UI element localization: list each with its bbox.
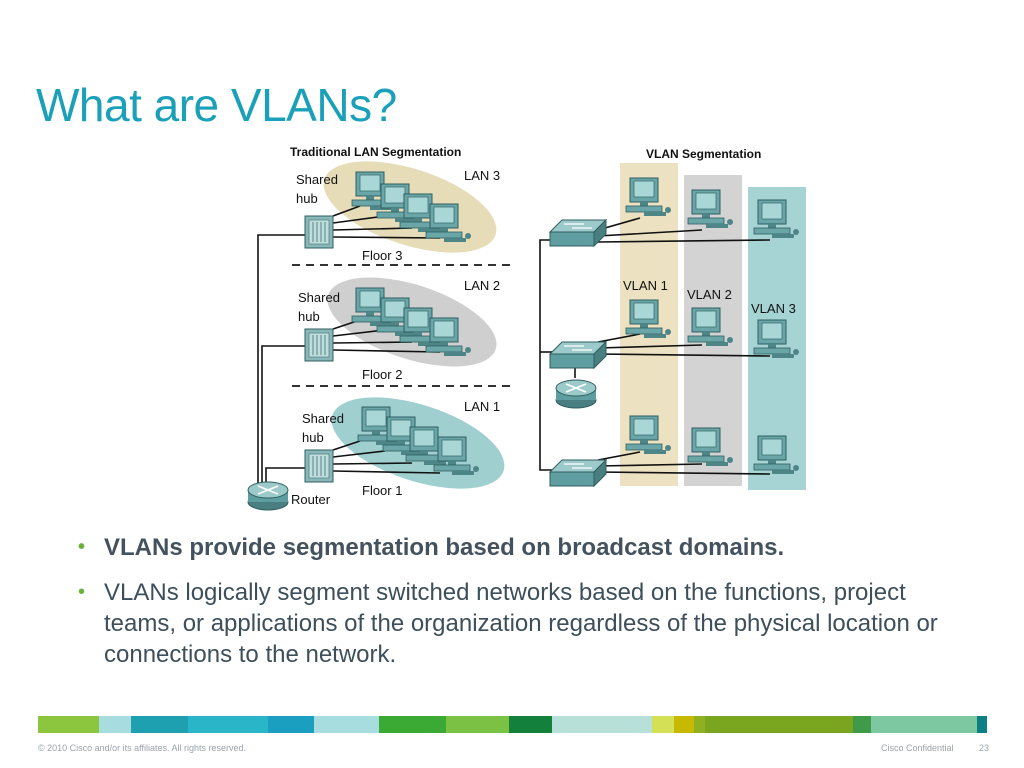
floor3-label: Floor 3	[362, 248, 402, 263]
vlan3-label: VLAN 3	[751, 301, 796, 316]
hub3-label-1: Shared	[296, 172, 338, 187]
hub1-label-1: Shared	[302, 411, 344, 426]
vlan2-label: VLAN 2	[687, 287, 732, 302]
floor2-label: Floor 2	[362, 367, 402, 382]
bullet-text: VLANs provide segmentation based on broa…	[104, 534, 785, 561]
vlan-title: VLAN Segmentation	[646, 147, 761, 161]
lan1-label: LAN 1	[464, 399, 500, 414]
bullet-text: VLANs logically segment switched network…	[104, 579, 938, 668]
bullet-dot-icon: •	[78, 581, 86, 603]
bullet-list: • VLANs provide segmentation based on br…	[78, 532, 978, 680]
copyright-footer: © 2010 Cisco and/or its affiliates. All …	[38, 743, 247, 753]
accent-strip	[38, 716, 987, 733]
traditional-title: Traditional LAN Segmentation	[290, 145, 461, 159]
bullet-dot-icon: •	[78, 536, 86, 558]
bullet-item: • VLANs provide segmentation based on br…	[78, 532, 978, 563]
hub1-label-2: hub	[302, 430, 324, 445]
router-label: Router	[291, 492, 331, 507]
hub2-label-1: Shared	[298, 290, 340, 305]
lan2-label: LAN 2	[464, 278, 500, 293]
page-number: 23	[979, 743, 990, 753]
slide-title: What are VLANs?	[36, 79, 397, 131]
vlan1-label: VLAN 1	[623, 278, 668, 293]
confidential-footer: Cisco Confidential	[881, 743, 954, 753]
floor1-label: Floor 1	[362, 483, 402, 498]
bullet-item: • VLANs logically segment switched netwo…	[78, 577, 978, 670]
hub2-label-2: hub	[298, 309, 320, 324]
vlan-diagram: Traditional LAN Segmentation Shared hub …	[247, 145, 806, 511]
lan3-label: LAN 3	[464, 168, 500, 183]
hub3-label-2: hub	[296, 191, 318, 206]
